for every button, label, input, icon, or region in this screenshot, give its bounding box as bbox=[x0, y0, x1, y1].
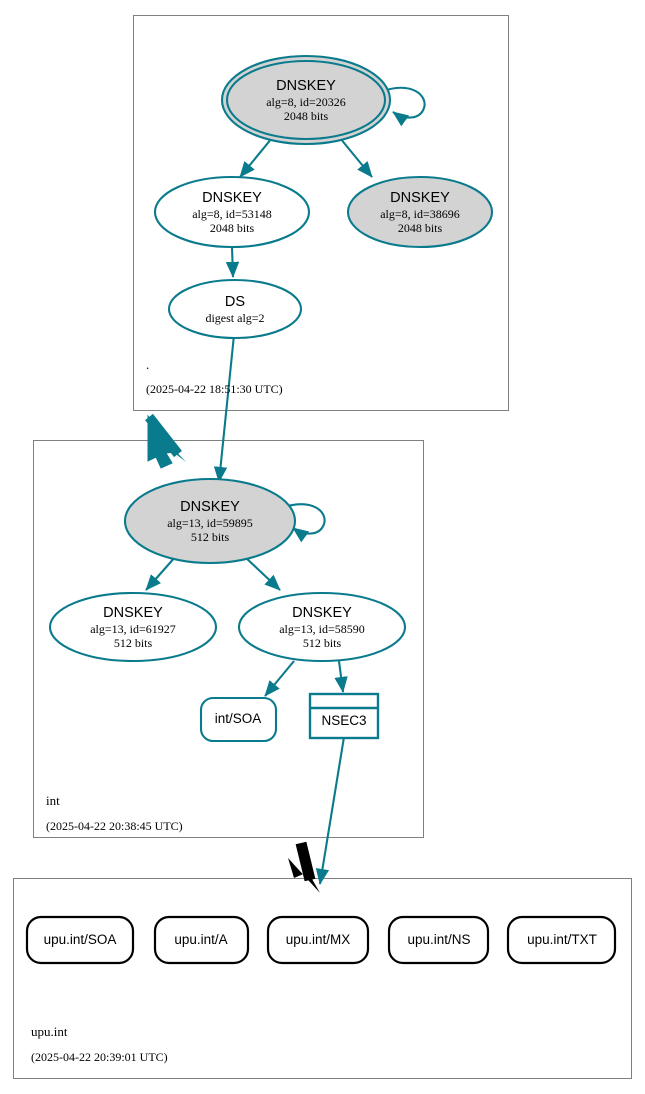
node-shape-upu-a[interactable] bbox=[153, 915, 250, 965]
zone-label-upu-int: upu.int bbox=[31, 1024, 68, 1039]
node-shape-upu-txt[interactable] bbox=[506, 915, 617, 965]
node-shape-upu-mx[interactable] bbox=[266, 915, 370, 965]
zone-box-root bbox=[133, 15, 509, 411]
node-shape-root-zsk-38696[interactable] bbox=[346, 175, 494, 249]
zone-timestamp-upu-int: (2025-04-22 20:39:01 UTC) bbox=[31, 1050, 168, 1064]
node-shape-root-ds[interactable] bbox=[167, 278, 303, 340]
node-shape-int-ksk-59895[interactable] bbox=[123, 477, 297, 565]
zone-label-int: int bbox=[46, 793, 60, 808]
zone-timestamp-int: (2025-04-22 20:38:45 UTC) bbox=[46, 819, 183, 833]
node-shape-upu-soa[interactable] bbox=[25, 915, 135, 965]
node-shape-int-soa[interactable] bbox=[199, 696, 278, 743]
zone-label-root: . bbox=[146, 357, 150, 372]
zone-timestamp-root: (2025-04-22 18:51:30 UTC) bbox=[146, 382, 283, 396]
node-shape-int-nsec3[interactable] bbox=[308, 692, 380, 740]
node-shape-root-zsk-53148[interactable] bbox=[153, 175, 311, 249]
node-shape-root-ksk-20326[interactable] bbox=[220, 54, 392, 146]
node-shape-int-zsk-61927[interactable] bbox=[48, 591, 218, 663]
node-shape-upu-ns[interactable] bbox=[387, 915, 490, 965]
node-shape-int-zsk-58590[interactable] bbox=[237, 591, 407, 663]
